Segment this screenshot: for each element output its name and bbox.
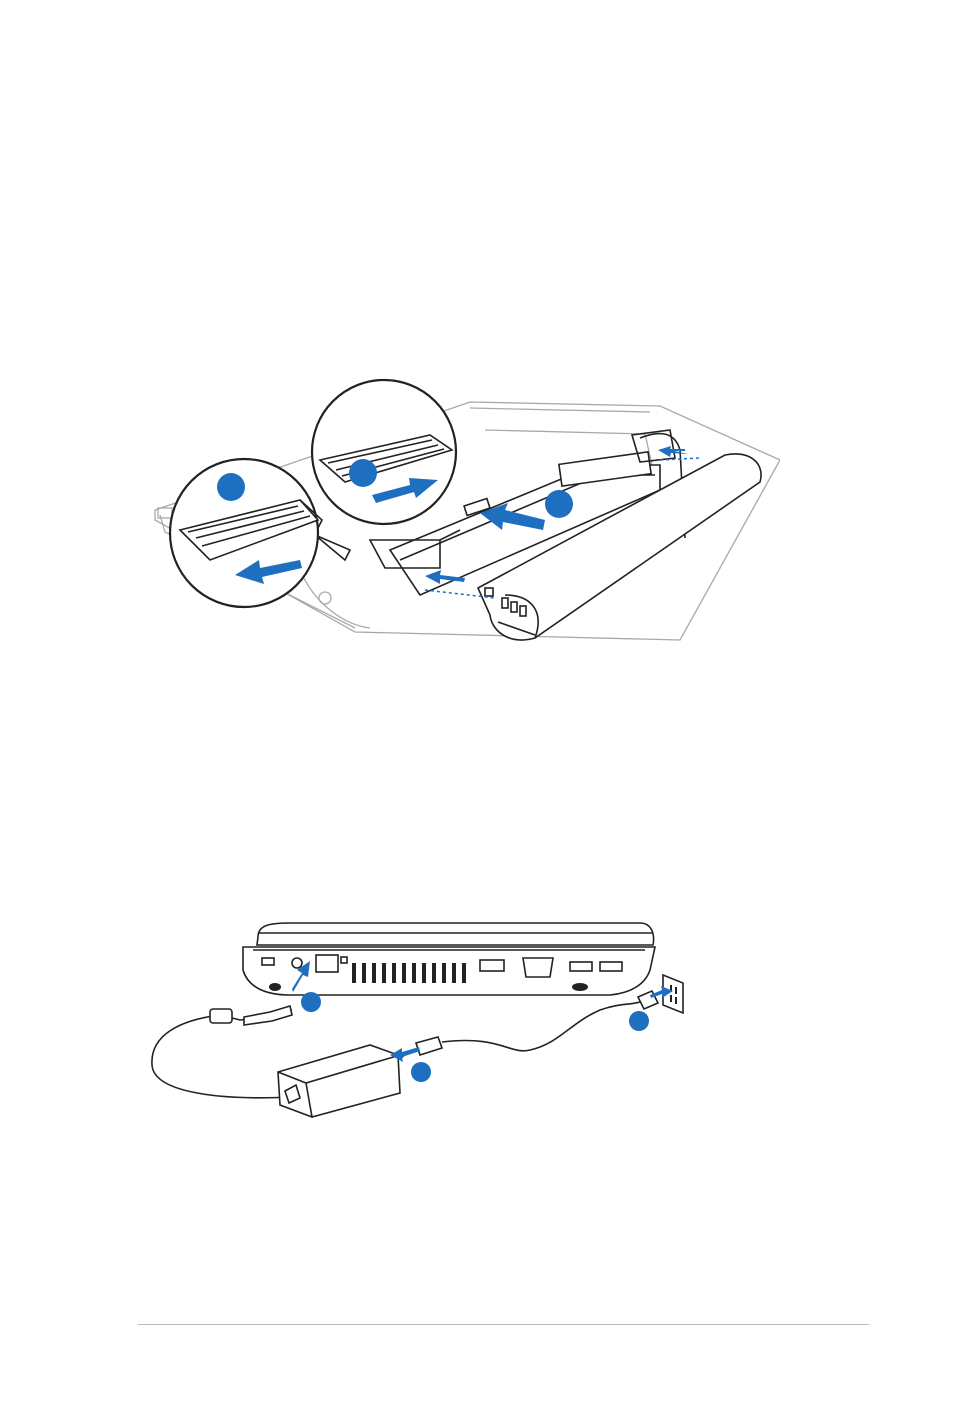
step-marker-1 xyxy=(349,459,377,487)
power-connect-figure xyxy=(140,915,700,1130)
step-marker-b xyxy=(411,1062,431,1082)
callout-lock xyxy=(312,380,456,524)
step-marker-c xyxy=(629,1011,649,1031)
battery-install-illustration xyxy=(140,370,780,660)
laptop-side-view xyxy=(243,923,655,995)
step-marker-2 xyxy=(217,473,245,501)
power-connect-illustration xyxy=(140,915,700,1130)
battery-install-figure xyxy=(140,370,780,660)
footer-rule xyxy=(138,1324,869,1325)
step-marker-3 xyxy=(545,490,573,518)
step-marker-a xyxy=(301,992,321,1012)
